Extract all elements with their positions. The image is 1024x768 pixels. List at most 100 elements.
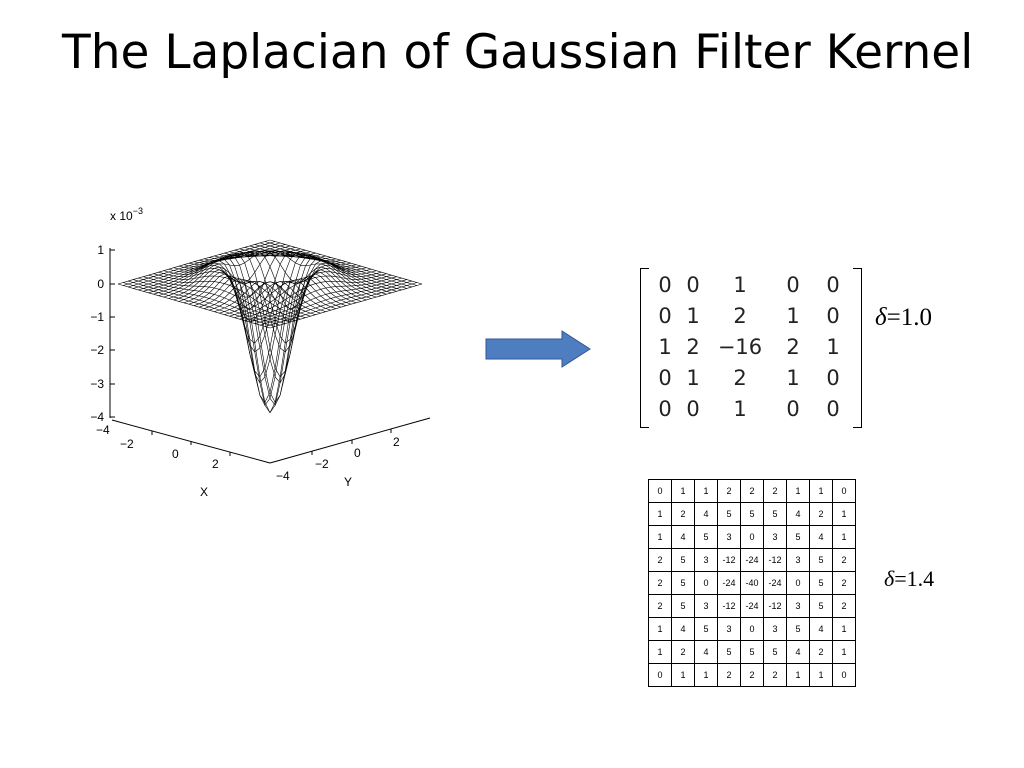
matrix-cell: 0 (826, 365, 840, 390)
matrix-cell: 1 (786, 304, 800, 329)
table-cell: -24 (717, 571, 741, 595)
table-cell: -12 (763, 548, 787, 572)
matrix-cell: 1 (733, 396, 747, 421)
z-tick-label: −1 (90, 310, 104, 324)
table-cell: 1 (648, 640, 672, 664)
matrix-cell: 0 (786, 273, 800, 298)
matrix-cell: 0 (686, 273, 700, 298)
table-cell: 5 (694, 525, 718, 549)
z-tick-label: −2 (90, 343, 104, 357)
mesh-line (123, 282, 276, 327)
table-cell: 2 (763, 663, 787, 687)
x-tick-label: 2 (212, 457, 219, 471)
delta-value: =1.4 (894, 566, 935, 591)
sigma-label-2: δ=1.4 (884, 566, 934, 592)
matrix-cell: 0 (658, 396, 672, 421)
table-cell: 4 (786, 502, 810, 526)
table-cell: 1 (648, 502, 672, 526)
y-axis-label: Y (344, 475, 352, 489)
mesh-line (254, 279, 407, 324)
table-cell: 4 (694, 640, 718, 664)
table-cell: 5 (671, 571, 695, 595)
table-cell: 3 (763, 617, 787, 641)
matrix-bracket-right (853, 268, 862, 428)
y-tick-label: 2 (393, 435, 400, 449)
matrix-cell: 0 (786, 396, 800, 421)
y-tick-label: −2 (315, 457, 329, 471)
mesh-line (183, 258, 337, 384)
matrix-cell: 0 (826, 304, 840, 329)
table-cell: 4 (694, 502, 718, 526)
x-tick-label: −4 (96, 423, 110, 437)
matrix-cell: 0 (686, 396, 700, 421)
table-cell: 5 (671, 548, 695, 572)
table-cell: 5 (786, 525, 810, 549)
mesh-line (203, 258, 357, 384)
matrix-cell: 1 (733, 273, 747, 298)
table-cell: 1 (832, 640, 856, 664)
delta-value: =1.0 (886, 304, 932, 331)
table-cell: 0 (648, 479, 672, 503)
matrix-cell: 1 (686, 304, 700, 329)
table-cell: 3 (763, 525, 787, 549)
mesh-line (138, 277, 291, 323)
table-cell: 5 (786, 617, 810, 641)
table-cell: 2 (648, 594, 672, 618)
mesh-line (133, 279, 286, 324)
table-cell: 2 (671, 502, 695, 526)
mesh-line (259, 280, 412, 326)
table-cell: -12 (763, 594, 787, 618)
table-cell: -24 (740, 548, 764, 572)
surface-mesh (117, 239, 423, 414)
delta-symbol: δ (884, 566, 895, 591)
mesh-line (183, 252, 336, 378)
table-cell: 2 (671, 640, 695, 664)
table-cell: 2 (832, 594, 856, 618)
mesh-line (264, 241, 417, 286)
z-tick-label: 1 (97, 243, 104, 257)
table-cell: 1 (832, 617, 856, 641)
table-cell: 4 (671, 525, 695, 549)
table-cell: 1 (832, 525, 856, 549)
table-cell: 1 (694, 663, 718, 687)
matrix-cell: 1 (826, 334, 840, 359)
matrix-cell: 1 (686, 365, 700, 390)
table-cell: 0 (832, 663, 856, 687)
table-cell: 3 (786, 548, 810, 572)
table-cell: 3 (717, 617, 741, 641)
table-cell: 0 (648, 663, 672, 687)
table-cell: 5 (694, 617, 718, 641)
matrix-cell: 0 (658, 273, 672, 298)
table-cell: 2 (717, 663, 741, 687)
matrix-cell: 0 (826, 273, 840, 298)
mesh-line (244, 276, 397, 321)
table-cell: 1 (694, 479, 718, 503)
mesh-line (123, 241, 276, 286)
arrow-shape (485, 330, 591, 368)
matrix-cell: 1 (786, 365, 800, 390)
matrix-cell: 2 (686, 334, 700, 359)
table-cell: 5 (763, 502, 787, 526)
table-cell: 2 (763, 479, 787, 503)
table-cell: 5 (740, 502, 764, 526)
mesh-line (204, 252, 357, 378)
table-cell: 2 (648, 571, 672, 595)
table-cell: 5 (717, 502, 741, 526)
mesh-line (264, 282, 417, 327)
slide-title: The Laplacian of Gaussian Filter Kernel (62, 25, 974, 80)
table-cell: -40 (740, 571, 764, 595)
table-cell: 2 (832, 548, 856, 572)
table-cell: 5 (740, 640, 764, 664)
table-cell: 5 (809, 571, 833, 595)
table-cell: 5 (717, 640, 741, 664)
mesh-line (117, 283, 271, 329)
matrix-cell: 2 (733, 365, 747, 390)
table-cell: 3 (694, 594, 718, 618)
z-tick-label: −4 (90, 410, 104, 424)
table-cell: 2 (648, 548, 672, 572)
